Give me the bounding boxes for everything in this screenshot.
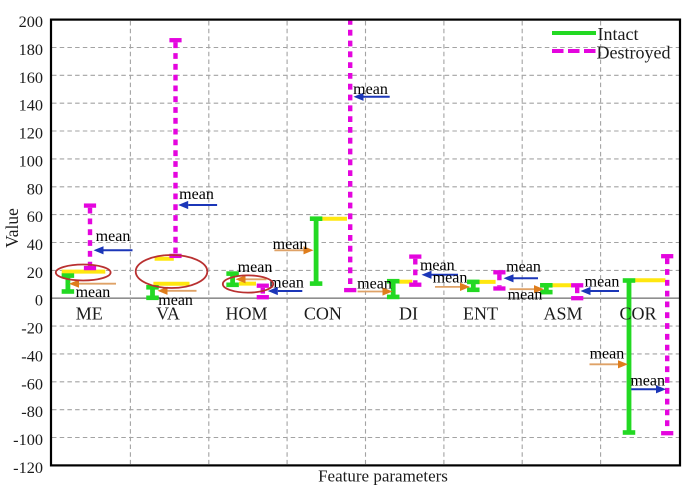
svg-text:-60: -60 — [21, 374, 43, 393]
svg-text:mean: mean — [590, 345, 625, 362]
svg-text:COR: COR — [619, 303, 656, 323]
svg-text:-100: -100 — [13, 430, 43, 449]
svg-text:100: 100 — [19, 151, 43, 170]
svg-text:mean: mean — [269, 275, 304, 292]
svg-text:Destroyed: Destroyed — [597, 43, 671, 63]
svg-text:mean: mean — [506, 259, 541, 276]
svg-text:mean: mean — [76, 284, 111, 301]
svg-text:mean: mean — [273, 236, 308, 253]
svg-text:-80: -80 — [21, 402, 43, 421]
svg-text:Intact: Intact — [598, 24, 639, 44]
svg-text:60: 60 — [27, 207, 43, 226]
svg-text:mean: mean — [630, 372, 665, 389]
svg-text:mean: mean — [353, 81, 388, 98]
svg-text:180: 180 — [19, 40, 43, 59]
svg-text:mean: mean — [158, 292, 193, 309]
svg-text:VA: VA — [156, 303, 180, 323]
svg-text:-20: -20 — [21, 319, 43, 338]
svg-text:ASM: ASM — [543, 303, 582, 323]
svg-text:Feature parameters: Feature parameters — [318, 467, 448, 486]
svg-text:40: 40 — [27, 235, 43, 254]
svg-text:ENT: ENT — [463, 303, 498, 323]
svg-text:160: 160 — [19, 68, 43, 87]
svg-text:mean: mean — [179, 186, 214, 203]
svg-text:CON: CON — [304, 303, 342, 323]
svg-text:20: 20 — [27, 263, 43, 282]
svg-text:ME: ME — [76, 303, 103, 323]
svg-text:DI: DI — [399, 303, 418, 323]
svg-text:80: 80 — [27, 179, 43, 198]
svg-text:200: 200 — [19, 12, 43, 31]
svg-text:-40: -40 — [21, 346, 43, 365]
svg-text:0: 0 — [35, 291, 43, 310]
svg-text:mean: mean — [508, 287, 543, 304]
svg-text:mean: mean — [357, 276, 392, 293]
svg-text:mean: mean — [238, 259, 273, 276]
svg-text:mean: mean — [420, 257, 455, 274]
svg-text:Value: Value — [2, 208, 22, 248]
svg-text:HOM: HOM — [225, 303, 267, 323]
svg-text:mean: mean — [433, 270, 468, 287]
svg-text:140: 140 — [19, 96, 43, 115]
svg-text:-120: -120 — [13, 458, 43, 477]
svg-text:mean: mean — [585, 273, 620, 290]
svg-text:120: 120 — [19, 124, 43, 143]
svg-text:mean: mean — [96, 228, 131, 245]
